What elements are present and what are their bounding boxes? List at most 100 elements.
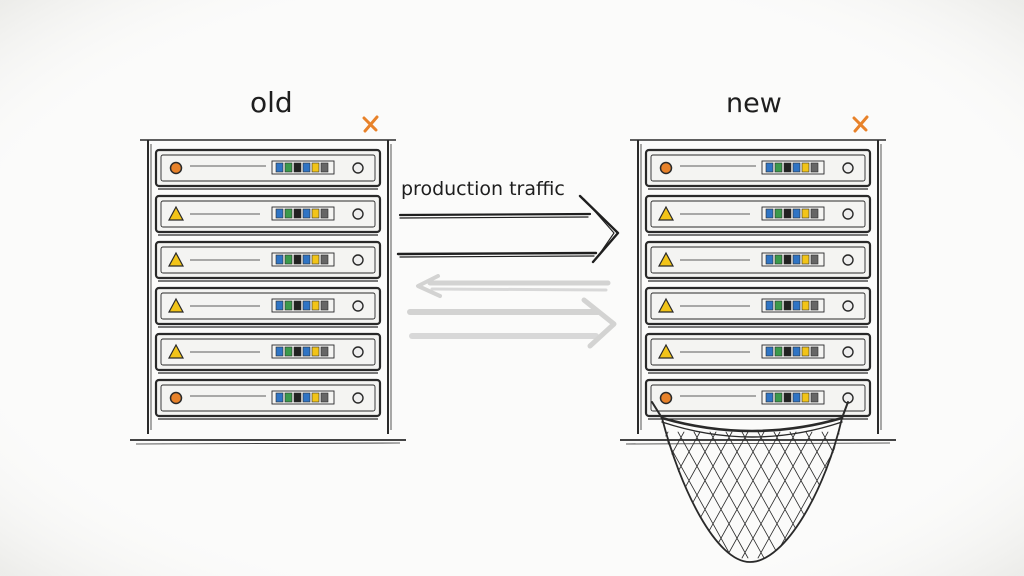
port-panel — [761, 298, 825, 313]
net-strand — [725, 431, 797, 559]
port-indicator — [810, 162, 819, 173]
net-rim-inner — [661, 421, 843, 438]
server-unit — [644, 194, 872, 236]
port-indicator — [284, 346, 293, 357]
port-indicator — [765, 208, 774, 219]
port-indicator — [320, 162, 329, 173]
server-chassis — [644, 378, 872, 418]
knob-icon — [352, 208, 364, 220]
port-indicator — [293, 300, 302, 311]
port-indicator — [293, 208, 302, 219]
port-indicator — [284, 254, 293, 265]
warning-icon — [657, 297, 675, 313]
port-indicator — [783, 300, 792, 311]
server-chassis — [154, 332, 382, 372]
net-hook — [651, 401, 663, 419]
port-indicator — [801, 392, 810, 403]
warning-icon — [657, 205, 675, 221]
port-indicator — [774, 392, 783, 403]
port-indicator — [275, 162, 284, 173]
net-outline — [661, 417, 843, 563]
port-indicator — [311, 254, 320, 265]
server-bezel — [650, 246, 866, 274]
port-indicator — [783, 208, 792, 219]
old-rack-label: old — [250, 86, 293, 119]
knob-icon — [842, 300, 854, 312]
port-panel — [761, 344, 825, 359]
server-chassis — [154, 148, 382, 188]
server-bezel — [650, 338, 866, 366]
production-traffic-arrow — [396, 194, 620, 264]
server-unit — [154, 332, 382, 374]
port-indicator — [284, 300, 293, 311]
server-chassis — [644, 240, 872, 280]
power-led-icon — [169, 391, 183, 405]
server-bezel — [160, 154, 376, 182]
net-strand — [741, 431, 813, 559]
server-bezel — [160, 200, 376, 228]
port-panel — [761, 390, 825, 405]
port-indicator — [801, 300, 810, 311]
port-indicator — [774, 300, 783, 311]
port-indicator — [774, 346, 783, 357]
port-panel — [271, 206, 335, 221]
port-indicator — [284, 162, 293, 173]
port-indicator — [810, 208, 819, 219]
port-indicator — [801, 162, 810, 173]
port-indicator — [783, 162, 792, 173]
port-indicator — [320, 346, 329, 357]
arrow-label: production traffic — [401, 178, 565, 200]
server-chassis — [154, 240, 382, 280]
accent-mark — [852, 115, 869, 133]
port-indicator — [275, 254, 284, 265]
port-indicator — [792, 300, 801, 311]
port-indicator — [311, 300, 320, 311]
server-bezel — [650, 292, 866, 320]
knob-icon — [352, 392, 364, 404]
power-led-icon — [169, 161, 183, 175]
net-rim — [660, 416, 844, 433]
knob-icon — [842, 208, 854, 220]
port-panel — [761, 252, 825, 267]
net-strand — [709, 431, 781, 559]
server-bezel — [160, 246, 376, 274]
port-indicator — [275, 300, 284, 311]
faded-traffic-arrows — [407, 274, 617, 349]
port-indicator — [765, 254, 774, 265]
server-chassis — [154, 378, 382, 418]
warning-icon — [167, 251, 185, 267]
port-indicator — [792, 208, 801, 219]
knob-icon — [352, 300, 364, 312]
net-strand — [757, 431, 829, 559]
server-chassis — [154, 194, 382, 234]
new-server-rack — [620, 115, 896, 445]
port-indicator — [311, 162, 320, 173]
port-indicator — [783, 346, 792, 357]
port-indicator — [284, 208, 293, 219]
server-bezel — [650, 154, 866, 182]
server-unit — [154, 194, 382, 236]
port-indicator — [284, 392, 293, 403]
port-indicator — [783, 254, 792, 265]
port-indicator — [765, 392, 774, 403]
port-indicator — [302, 208, 311, 219]
server-chassis — [644, 194, 872, 234]
server-unit — [644, 148, 872, 190]
port-panel — [761, 160, 825, 175]
net-strand — [773, 431, 842, 559]
port-indicator — [774, 208, 783, 219]
port-indicator — [792, 392, 801, 403]
port-indicator — [774, 254, 783, 265]
port-indicator — [293, 392, 302, 403]
net-hook — [841, 401, 849, 419]
port-indicator — [302, 346, 311, 357]
port-indicator — [765, 300, 774, 311]
server-unit — [644, 378, 872, 420]
port-indicator — [810, 392, 819, 403]
warning-icon — [657, 251, 675, 267]
server-bezel — [650, 200, 866, 228]
port-panel — [271, 344, 335, 359]
server-chassis — [644, 332, 872, 372]
